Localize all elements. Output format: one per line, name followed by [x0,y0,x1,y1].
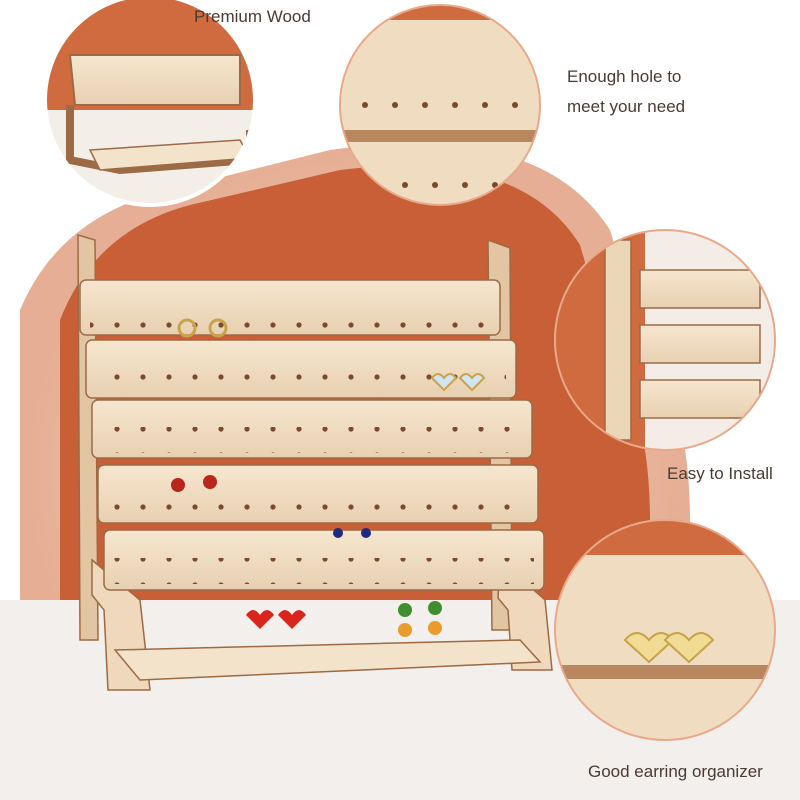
caption-enough-hole-line-1: Enough hole to [567,67,682,86]
shelf-1 [79,279,501,336]
caption-good-organizer: Good earring organizer [588,762,763,781]
caption-enough-hole: Enough hole to meet your need [567,62,685,122]
caption-premium-wood: Premium Wood [194,7,311,26]
caption-enough-hole-line-2: meet your need [567,97,686,116]
detail-circle-easy-install [554,229,776,451]
shelf-4 [97,464,539,524]
earrings [171,318,486,637]
shelf-2 [85,339,517,399]
earring-stand [77,233,553,691]
shelf-3 [91,399,533,459]
caption-easy-install: Easy to Install [667,464,773,483]
shelf-5 [103,529,545,591]
